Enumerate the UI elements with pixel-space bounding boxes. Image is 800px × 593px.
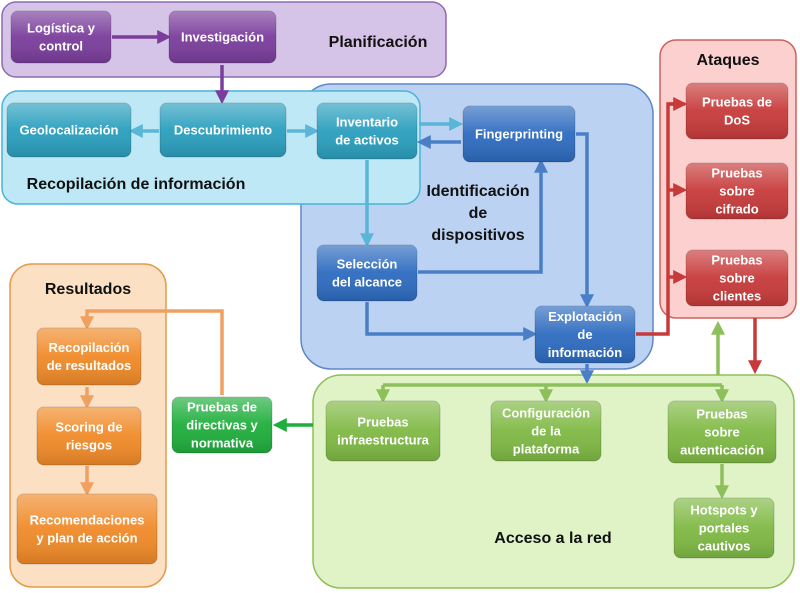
node-gloss — [686, 163, 788, 219]
node-gloss — [17, 494, 157, 564]
node-gloss — [317, 103, 417, 159]
node-label: Fingerprinting — [475, 127, 563, 142]
group-title-acceso: Acceso a la red — [494, 530, 611, 547]
node-gloss — [11, 11, 111, 63]
arrow-seleccion-to-fingerprinting — [418, 158, 548, 274]
group-title-planificacion: Planificación — [329, 34, 428, 51]
node-fingerprinting: Fingerprinting — [462, 105, 576, 163]
node-investigacion: Investigación — [168, 10, 277, 64]
arrow-fingerprinting-to-explotacion — [576, 132, 594, 309]
node-gloss — [172, 397, 272, 453]
node-gloss — [535, 306, 635, 363]
node-descubrimiento: Descubrimiento — [159, 102, 287, 158]
group-title-resultados: Resultados — [45, 281, 131, 298]
node-geolocalizacion: Geolocalización — [6, 102, 132, 158]
node-gloss — [686, 83, 788, 139]
node-gloss — [686, 250, 788, 306]
node-gloss — [160, 103, 286, 157]
node-gloss — [463, 106, 575, 162]
node-gloss — [317, 245, 417, 301]
node-gloss — [668, 401, 776, 463]
node-gloss — [37, 328, 141, 385]
node-gloss — [491, 401, 601, 461]
node-gloss — [169, 11, 276, 63]
group-title-ataques: Ataques — [696, 52, 759, 69]
node-gloss — [37, 407, 141, 465]
node-gloss — [326, 401, 440, 461]
group-title-recopilacion: Recopilación de información — [27, 176, 246, 193]
arrow-seleccion-to-explotacion — [365, 302, 538, 341]
node-label: Geolocalización — [20, 123, 119, 138]
node-gloss — [7, 103, 131, 157]
node-label: Descubrimiento — [174, 123, 272, 138]
node-label: Investigación — [181, 30, 264, 45]
node-gloss — [674, 498, 774, 558]
arrow-directivas-to-resultados — [80, 309, 224, 395]
